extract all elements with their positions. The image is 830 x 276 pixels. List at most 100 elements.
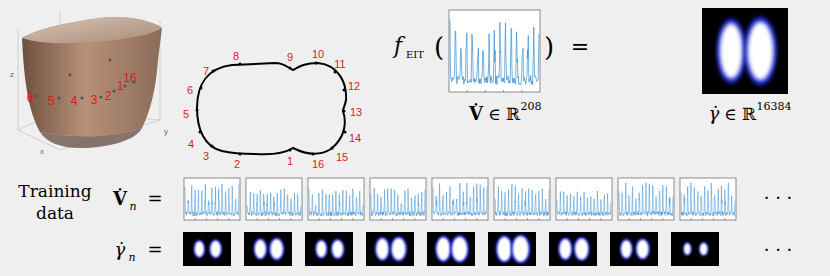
math-text: = [147,190,162,208]
plot-frame [494,178,550,220]
conductivity-core [747,22,773,80]
tick [465,218,466,220]
conductivity-blob [717,18,746,83]
tick [521,90,522,92]
electrode-number: 2 [105,90,112,102]
tick [454,218,455,220]
tick [476,218,477,220]
tick [217,218,218,220]
torso-top [22,17,162,43]
tick [319,218,320,220]
tick [629,218,630,220]
tick [381,218,382,220]
conductivity-blob [375,237,390,261]
math-text: ( [434,34,444,60]
conductivity-core [497,237,511,261]
conductivity-blob [683,242,691,255]
math-symbol: V̇ [469,105,483,123]
conductivity-blob [450,235,469,263]
conductivity-core [700,243,708,255]
conductivity-blob [511,234,531,264]
conductivity-core [316,241,326,258]
math-text: 208 [521,101,542,112]
voltage-trace [450,21,539,85]
tick [414,218,415,220]
conductivity-blob [495,235,513,263]
voltage-trace [371,188,425,216]
tick [341,218,342,220]
conductivity-core [621,240,631,258]
electrode-number: 8 [233,51,239,62]
math-symbol: V̇ [113,190,127,208]
conductivity-core [210,241,220,257]
conductivity-core [195,241,204,257]
conductivity-core [452,237,467,261]
conductivity-core [332,240,343,258]
electrode-number: 2 [234,159,240,170]
electrode-number: 13 [350,107,362,118]
torso-bottom [40,128,142,148]
electrode-number: 4 [188,139,194,150]
conductivity-core [392,238,406,260]
conductivity-core [513,236,529,261]
axis-label: z [10,71,14,79]
tick [403,218,404,220]
tick [724,218,725,220]
contour-electrodes [196,62,347,156]
tick [228,218,229,220]
math-symbol: n [129,201,136,212]
axis-label: y [164,128,168,136]
math-symbol: n [128,252,135,263]
tick [691,218,692,220]
image-frame [610,232,658,266]
plot-frame [556,178,612,220]
axis-label: x [40,148,44,156]
math-text: · · · [764,189,793,207]
conductivity-core [559,239,571,259]
tick [467,90,468,92]
electrode-number: 3 [91,94,98,106]
thorax-contour [197,63,346,154]
conductivity-core [637,240,649,259]
plot-frame [680,178,736,220]
conductivity-core [270,239,282,259]
tick [279,218,280,220]
image-frame [366,232,414,266]
torso-model [22,17,162,136]
tick [713,218,714,220]
electrode-number: 15 [336,152,348,163]
conductivity-blob [253,238,267,260]
math-text: ) [544,34,554,60]
electrodes [35,59,135,100]
image-frame [671,232,719,266]
tick [662,218,663,220]
image-frame [244,232,292,266]
math-text: = [571,36,589,58]
conductivity-blob [390,236,407,262]
conductivity-core [255,240,266,259]
electrode-number: 16 [123,72,136,84]
tick [352,218,353,220]
image-frame [183,232,231,266]
conductivity-blob [209,239,222,258]
conductivity-blob [558,237,573,260]
voltage-trace [247,189,301,217]
tick [567,218,568,220]
tick [443,218,444,220]
plot-frame [449,10,540,92]
math-text: EIT [406,50,424,60]
math-symbol: γ̇ [115,241,126,259]
voltage-trace [309,189,363,216]
conductivity-blob [194,240,206,258]
tick [257,218,258,220]
plot-frame [308,178,364,220]
conductivity-core [575,239,588,260]
electrode-number: 3 [203,151,209,162]
conductivity-blob [620,239,633,260]
plot-frame [432,178,488,220]
tick [330,218,331,220]
math-text: = [147,241,162,259]
electrode-number: 7 [203,66,209,77]
electrode-number: 9 [287,52,293,63]
electrode-number: 5 [183,109,189,120]
